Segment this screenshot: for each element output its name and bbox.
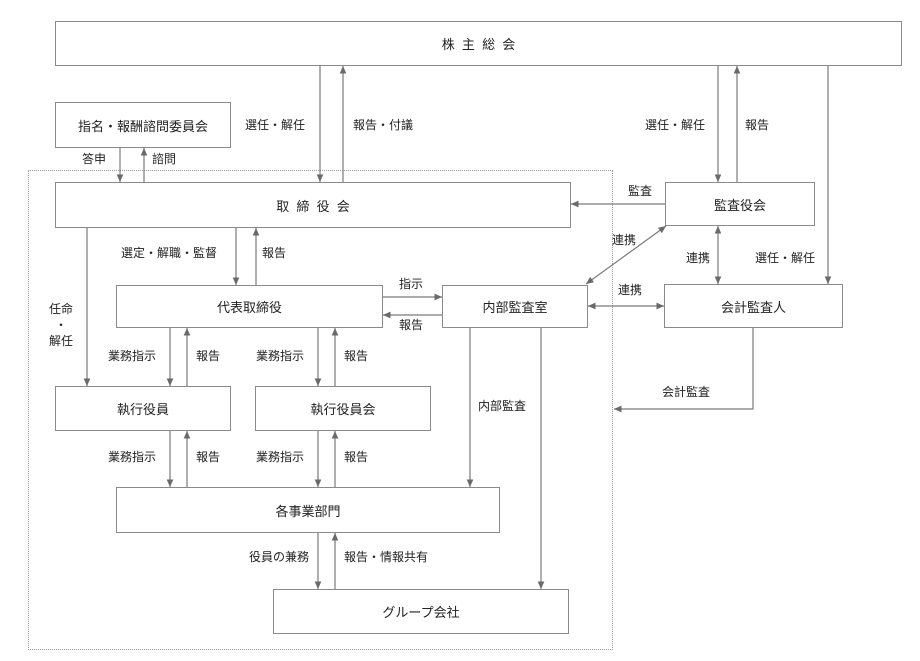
- label-report-audit: 報告: [745, 118, 770, 132]
- label-biz-instruct-committee: 業務指示: [256, 349, 305, 363]
- label-elect-dismiss-audit: 選任・解任: [645, 118, 706, 132]
- label-select-supervise: 選定・解職・監督: [121, 246, 218, 260]
- label-internal-audit: 内部監査: [478, 399, 527, 413]
- label-accounting-audit: 会計監査: [662, 385, 711, 399]
- arrow-coop-audit-internal: [585, 225, 667, 285]
- label-report-committee: 報告: [344, 349, 369, 363]
- label-elect-dismiss-board: 選任・解任: [245, 118, 306, 132]
- label-concurrent-officer: 役員の兼務: [249, 550, 310, 564]
- label-report-info-share: 報告・情報共有: [344, 550, 429, 564]
- label-coop-diagonal: 連携: [612, 233, 637, 247]
- node-executive-officer: 執行役員: [55, 386, 231, 431]
- label-report-board: 報告: [262, 246, 287, 260]
- label-coop-vertical: 連携: [686, 251, 711, 265]
- label-audit: 監査: [628, 184, 653, 198]
- label-report-departments-2: 報告: [344, 450, 369, 464]
- node-representative: 代表取締役: [116, 285, 383, 328]
- label-coop-horizontal: 連携: [618, 283, 643, 297]
- node-executive-committee: 執行役員会: [255, 386, 431, 431]
- label-answer: 答申: [82, 152, 107, 166]
- label-appoint-dismiss-text: 任命 ・ 解任: [48, 302, 73, 348]
- node-departments: 各事業部門: [116, 487, 500, 533]
- label-consult: 諮問: [152, 152, 177, 166]
- node-internal-audit: 内部監査室: [442, 285, 588, 328]
- node-audit-board: 監査役会: [665, 182, 815, 226]
- label-report-officer: 報告: [196, 349, 221, 363]
- label-report-representative: 報告: [399, 318, 424, 332]
- label-instruct: 指示: [399, 277, 424, 291]
- label-report-proposal: 報告・付議: [353, 118, 414, 132]
- label-appoint-dismiss: 任命 ・ 解任: [41, 301, 81, 349]
- label-report-departments-1: 報告: [196, 450, 221, 464]
- node-shareholders: 株主総会: [55, 21, 902, 66]
- node-nomination-committee: 指名・報酬諮問委員会: [55, 102, 231, 148]
- arrow-accounting-audit: [614, 328, 754, 413]
- label-biz-instruct-departments-2: 業務指示: [256, 450, 305, 464]
- label-elect-dismiss-accounting: 選任・解任: [755, 251, 816, 265]
- label-biz-instruct-officer: 業務指示: [108, 349, 157, 363]
- node-board: 取締役会: [55, 182, 571, 228]
- node-accounting-auditor: 会計監査人: [664, 284, 843, 328]
- node-group-companies: グループ会社: [273, 589, 569, 634]
- label-biz-instruct-departments-1: 業務指示: [108, 450, 157, 464]
